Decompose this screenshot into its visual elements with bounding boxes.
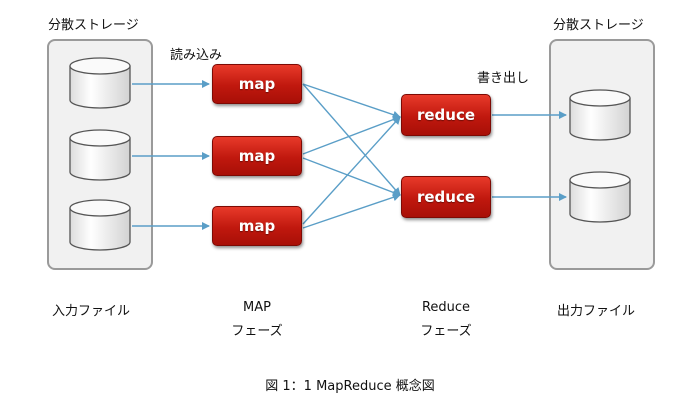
input-file-cylinder-2-icon [69,129,131,181]
output-storage-box [549,39,655,270]
arrow-map3-reduce1 [302,116,401,225]
arrow-map1-reduce1 [302,83,401,119]
arrow-map3-reduce2 [302,193,401,229]
arrow-map2-reduce1 [302,115,401,155]
output-file-cylinder-2-icon [569,171,631,223]
reduce-node-1: reduce [401,94,491,136]
map-node-3: map [212,206,302,246]
reduce-node-2: reduce [401,176,491,218]
reduce-phase-line1: Reduce [421,300,471,315]
map-phase-line1: MAP [243,300,271,315]
reduce-phase-line2: フェーズ [420,324,472,339]
output-files-caption: 出力ファイル [557,304,636,319]
write-label: 書き出し [477,71,530,86]
arrow-map2-reduce2 [302,157,401,197]
map-phase-line2: フェーズ [231,324,283,339]
arrow-map1-reduce2 [302,83,401,196]
figure-caption: 図 1：1 MapReduce 概念図 [265,379,435,394]
map-node-2: map [212,136,302,176]
input-files-caption: 入力ファイル [52,304,131,319]
map-node-1: map [212,64,302,104]
right-storage-title: 分散ストレージ [553,18,644,33]
read-label: 読み込み [170,48,223,63]
input-file-cylinder-3-icon [69,199,131,251]
output-file-cylinder-1-icon [569,89,631,141]
left-storage-title: 分散ストレージ [48,18,139,33]
input-file-cylinder-1-icon [69,57,131,109]
